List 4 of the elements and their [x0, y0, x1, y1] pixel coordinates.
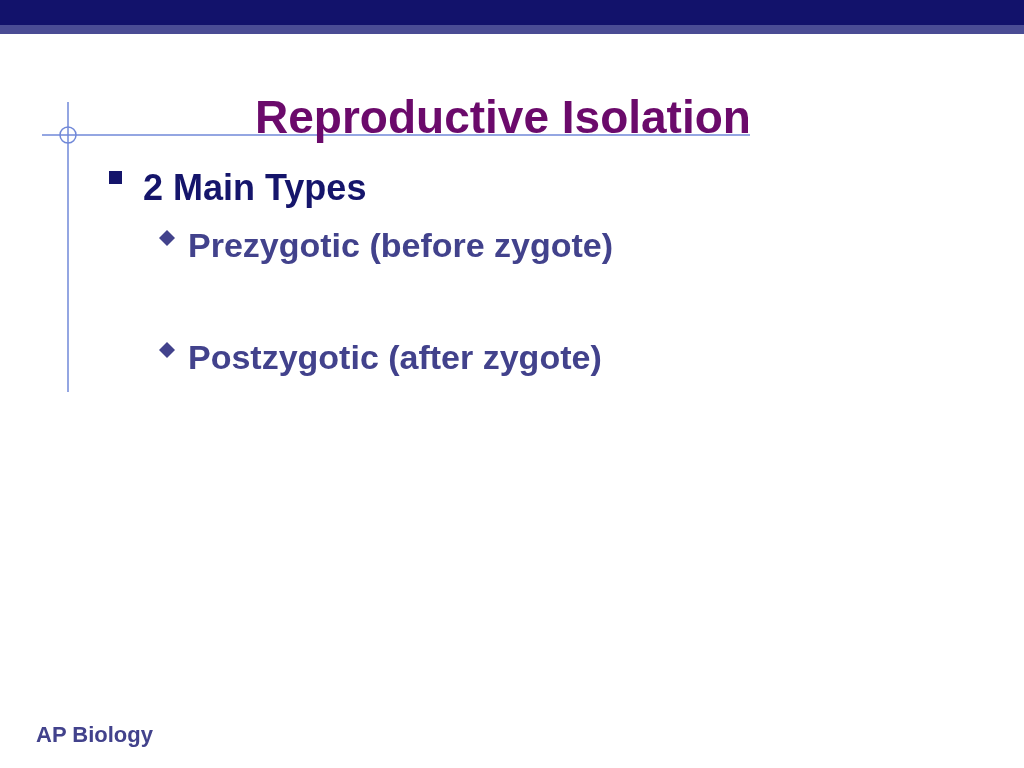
sub-bullet-text: Postzygotic (after zygote) [188, 340, 602, 374]
footer-text: AP Biology [36, 724, 153, 746]
bullet-text: 2 Main Types [143, 170, 367, 206]
sub-bullet-text: Prezygotic (before zygote) [188, 228, 614, 262]
